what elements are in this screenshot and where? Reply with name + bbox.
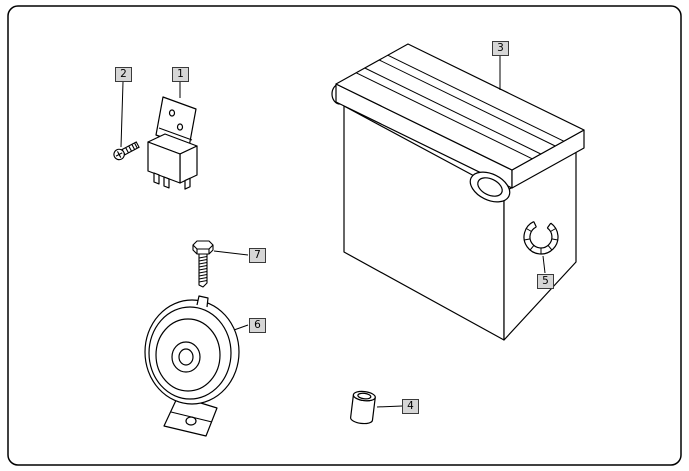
leader-line-6 [233, 324, 249, 331]
retaining-clip-part [523, 221, 559, 255]
callout-part-1[interactable]: 1 [172, 67, 189, 82]
leader-lines [120, 56, 546, 408]
page-border [7, 5, 682, 466]
callout-part-4[interactable]: 4 [402, 399, 419, 414]
callout-part-3[interactable]: 3 [492, 41, 509, 56]
leader-line-2 [120, 81, 124, 148]
callout-part-7[interactable]: 7 [249, 248, 266, 263]
relay-part [147, 96, 198, 190]
callout-part-5[interactable]: 5 [537, 274, 554, 289]
leader-line-4 [376, 405, 403, 408]
bushing-part [350, 390, 376, 425]
horn-part [144, 295, 240, 437]
callout-part-6[interactable]: 6 [249, 318, 266, 333]
leader-line-7 [213, 250, 249, 256]
screw-part [113, 141, 140, 161]
callout-part-2[interactable]: 2 [115, 67, 132, 82]
bolt-part [192, 240, 214, 288]
battery-part [331, 43, 585, 341]
leader-line-5 [542, 255, 546, 274]
